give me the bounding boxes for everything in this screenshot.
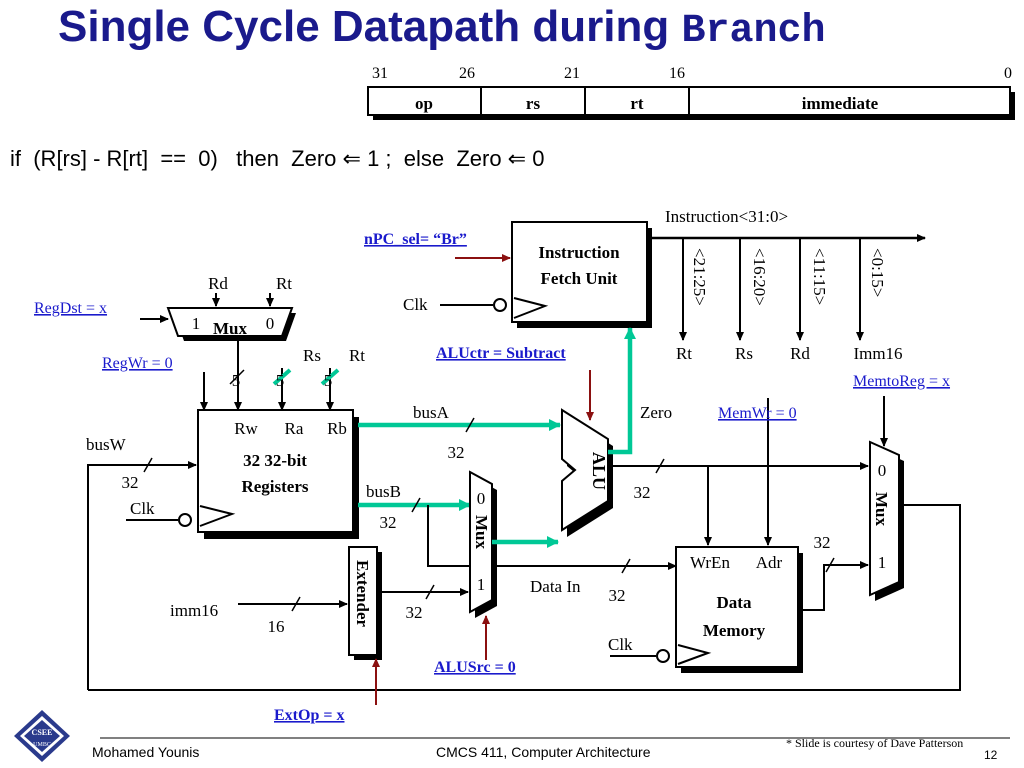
svg-text:UMBC: UMBC bbox=[33, 742, 51, 748]
regfile-rb-width: 5 bbox=[324, 371, 333, 390]
alu bbox=[561, 408, 609, 532]
title-keyword: Branch bbox=[681, 9, 826, 54]
regdst-mux-in1: 1 bbox=[192, 314, 201, 333]
footer-course: CMCS 411, Computer Architecture bbox=[436, 744, 651, 760]
npc-sel-signal: nPC_sel= “Br” bbox=[364, 231, 467, 248]
busw-width: 32 bbox=[122, 473, 139, 492]
busw-label: busW bbox=[86, 435, 127, 454]
busb-label: busB bbox=[366, 482, 401, 501]
datamem-clock-icon bbox=[677, 644, 712, 665]
regdst-signal: RegDst = x bbox=[34, 300, 107, 317]
ifu-label-2: Fetch Unit bbox=[541, 269, 618, 288]
busa-width: 32 bbox=[448, 443, 465, 462]
data-in-width: 32 bbox=[609, 586, 626, 605]
busa-label: busA bbox=[413, 403, 450, 422]
memtoreg-mux bbox=[869, 440, 900, 597]
datamem-label-2: Memory bbox=[703, 621, 766, 640]
memtoreg-mux-in1: 1 bbox=[878, 553, 887, 572]
field-rt: rt bbox=[630, 94, 644, 113]
datamem-clk-label: Clk bbox=[608, 635, 633, 654]
regwr-signal: RegWr = 0 bbox=[102, 355, 173, 372]
alu-out-width: 32 bbox=[634, 483, 651, 502]
regfile-port-rb: Rb bbox=[327, 419, 347, 438]
memout-width: 32 bbox=[814, 533, 831, 552]
field-immediate: immediate bbox=[802, 94, 879, 113]
split-name-rd: Rd bbox=[790, 344, 810, 363]
split-21-25: <21:25> bbox=[690, 248, 709, 306]
memtoreg-mux-in0: 0 bbox=[878, 461, 887, 480]
instruction-format: 31 26 21 16 0 op rs rt immediate bbox=[367, 65, 1015, 120]
instruction-fetch-unit bbox=[511, 221, 648, 323]
zero-label: Zero bbox=[640, 403, 672, 422]
bit-label-31: 31 bbox=[372, 65, 388, 82]
alu-label: ALU bbox=[589, 452, 609, 490]
footer-author: Mohamed Younis bbox=[92, 744, 200, 760]
split-name-rt: Rt bbox=[676, 344, 692, 363]
field-rs: rs bbox=[526, 94, 541, 113]
memtoreg-signal: MemtoReg = x bbox=[853, 373, 950, 390]
split-name-rs: Rs bbox=[735, 344, 753, 363]
bit-label-16: 16 bbox=[669, 65, 685, 82]
data-in-label: Data In bbox=[530, 577, 581, 596]
instruction-splits: <21:25> <16:20> <11:15> <0:15> Rt Rs Rd … bbox=[676, 238, 903, 363]
regfile-port-ra: Ra bbox=[285, 419, 304, 438]
split-16-20: <16:20> bbox=[750, 248, 769, 306]
regdst-mux-rd-label: Rd bbox=[208, 274, 228, 293]
ifu-clk-label: Clk bbox=[403, 295, 428, 314]
field-op: op bbox=[415, 94, 433, 113]
ifu-clock-icon bbox=[513, 297, 549, 319]
regfile-ra-width: 5 bbox=[276, 371, 285, 390]
regfile-clock-icon bbox=[199, 505, 236, 527]
csee-umbc-logo: CSEE UMBC bbox=[14, 710, 70, 762]
extop-signal: ExtOp = x bbox=[274, 707, 344, 724]
regdst-mux-label: Mux bbox=[213, 319, 248, 338]
busb-width: 32 bbox=[380, 513, 397, 532]
bit-label-21: 21 bbox=[564, 65, 580, 82]
datamem-port-wren: WrEn bbox=[690, 553, 730, 572]
instruction-bus-label: Instruction<31:0> bbox=[665, 207, 788, 226]
regfile-rs-label: Rs bbox=[303, 346, 321, 365]
extender-out-width: 32 bbox=[406, 603, 423, 622]
alusrc-mux bbox=[469, 470, 493, 614]
datamem-label-1: Data bbox=[717, 593, 752, 612]
ifu-label-1: Instruction bbox=[538, 243, 620, 262]
alusrc-mux-label: Mux bbox=[472, 515, 491, 550]
alusrc-mux-in0: 0 bbox=[477, 489, 486, 508]
page-title: Single Cycle Datapath during Branch bbox=[58, 2, 826, 54]
regdst-mux-rt-label: Rt bbox=[276, 274, 292, 293]
extender-label: Extender bbox=[353, 560, 372, 628]
regdst-mux bbox=[166, 307, 294, 337]
alusrc-mux-in1: 1 bbox=[477, 575, 486, 594]
regfile-rw-width: 5 bbox=[232, 371, 241, 390]
memwr-signal: MemWr = 0 bbox=[718, 405, 797, 422]
branch-condition: if (R[rs] - R[rt] == 0) then Zero ⇐ 1 ; … bbox=[10, 146, 545, 171]
split-11-15: <11:15> bbox=[810, 248, 829, 305]
extender bbox=[348, 546, 378, 656]
footer-credit: * Slide is courtesy of Dave Patterson bbox=[786, 736, 964, 750]
regfile-clk-label: Clk bbox=[130, 499, 155, 518]
bit-label-0: 0 bbox=[1004, 65, 1012, 82]
split-name-imm16: Imm16 bbox=[853, 344, 902, 363]
aluctr-signal: ALUctr = Subtract bbox=[436, 345, 566, 362]
imm16-width: 16 bbox=[268, 617, 285, 636]
svg-text:CSEE: CSEE bbox=[32, 728, 53, 737]
regdst-mux-in0: 0 bbox=[266, 314, 275, 333]
imm16-label: imm16 bbox=[170, 601, 218, 620]
page-number: 12 bbox=[984, 748, 998, 762]
datamem-port-adr: Adr bbox=[756, 553, 783, 572]
split-0-15: <0:15> bbox=[868, 248, 887, 297]
alusrc-signal: ALUSrc = 0 bbox=[434, 659, 516, 676]
regfile-label-1: 32 32-bit bbox=[243, 451, 307, 470]
data-memory bbox=[675, 546, 799, 668]
regfile-port-rw: Rw bbox=[234, 419, 258, 438]
memtoreg-mux-label: Mux bbox=[872, 492, 891, 527]
bit-label-26: 26 bbox=[459, 65, 475, 82]
regfile-rt-label: Rt bbox=[349, 346, 365, 365]
regfile-label-2: Registers bbox=[241, 477, 308, 496]
